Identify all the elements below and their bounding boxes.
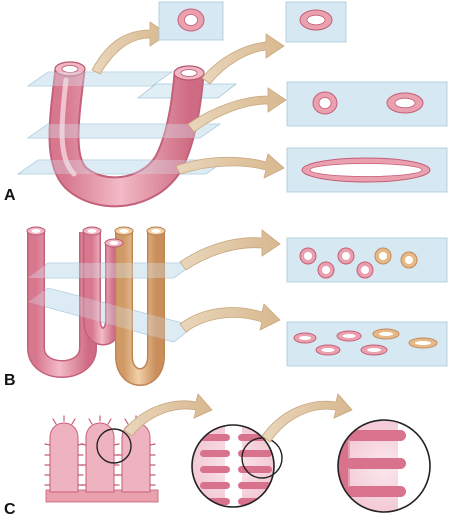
arrow-to-section-6 [179,303,281,333]
zoom-marker-1 [96,428,132,464]
arrow-to-section-1 [91,21,169,75]
panel-a-curved-tube: A [4,1,448,208]
panel-label-c: C [4,501,16,518]
arrow-to-zoom-1 [123,393,213,437]
arrow-to-section-5 [179,229,281,271]
panel-c-villi: C [4,393,431,518]
panel-label-b: B [4,372,16,389]
zoom-view-1 [191,424,283,508]
arrow-to-section-3 [187,87,287,133]
arrow-to-zoom-2 [261,393,353,443]
panel-b-parallel-tubes: B [4,226,448,389]
villus-1 [49,422,79,493]
zoom-view-2 [337,419,431,513]
zoom-marker-2 [241,437,283,479]
arrow-to-section-4 [175,153,285,179]
panel-label-a: A [4,187,16,204]
villus-2 [85,422,115,493]
arrow-to-section-2 [201,33,285,85]
